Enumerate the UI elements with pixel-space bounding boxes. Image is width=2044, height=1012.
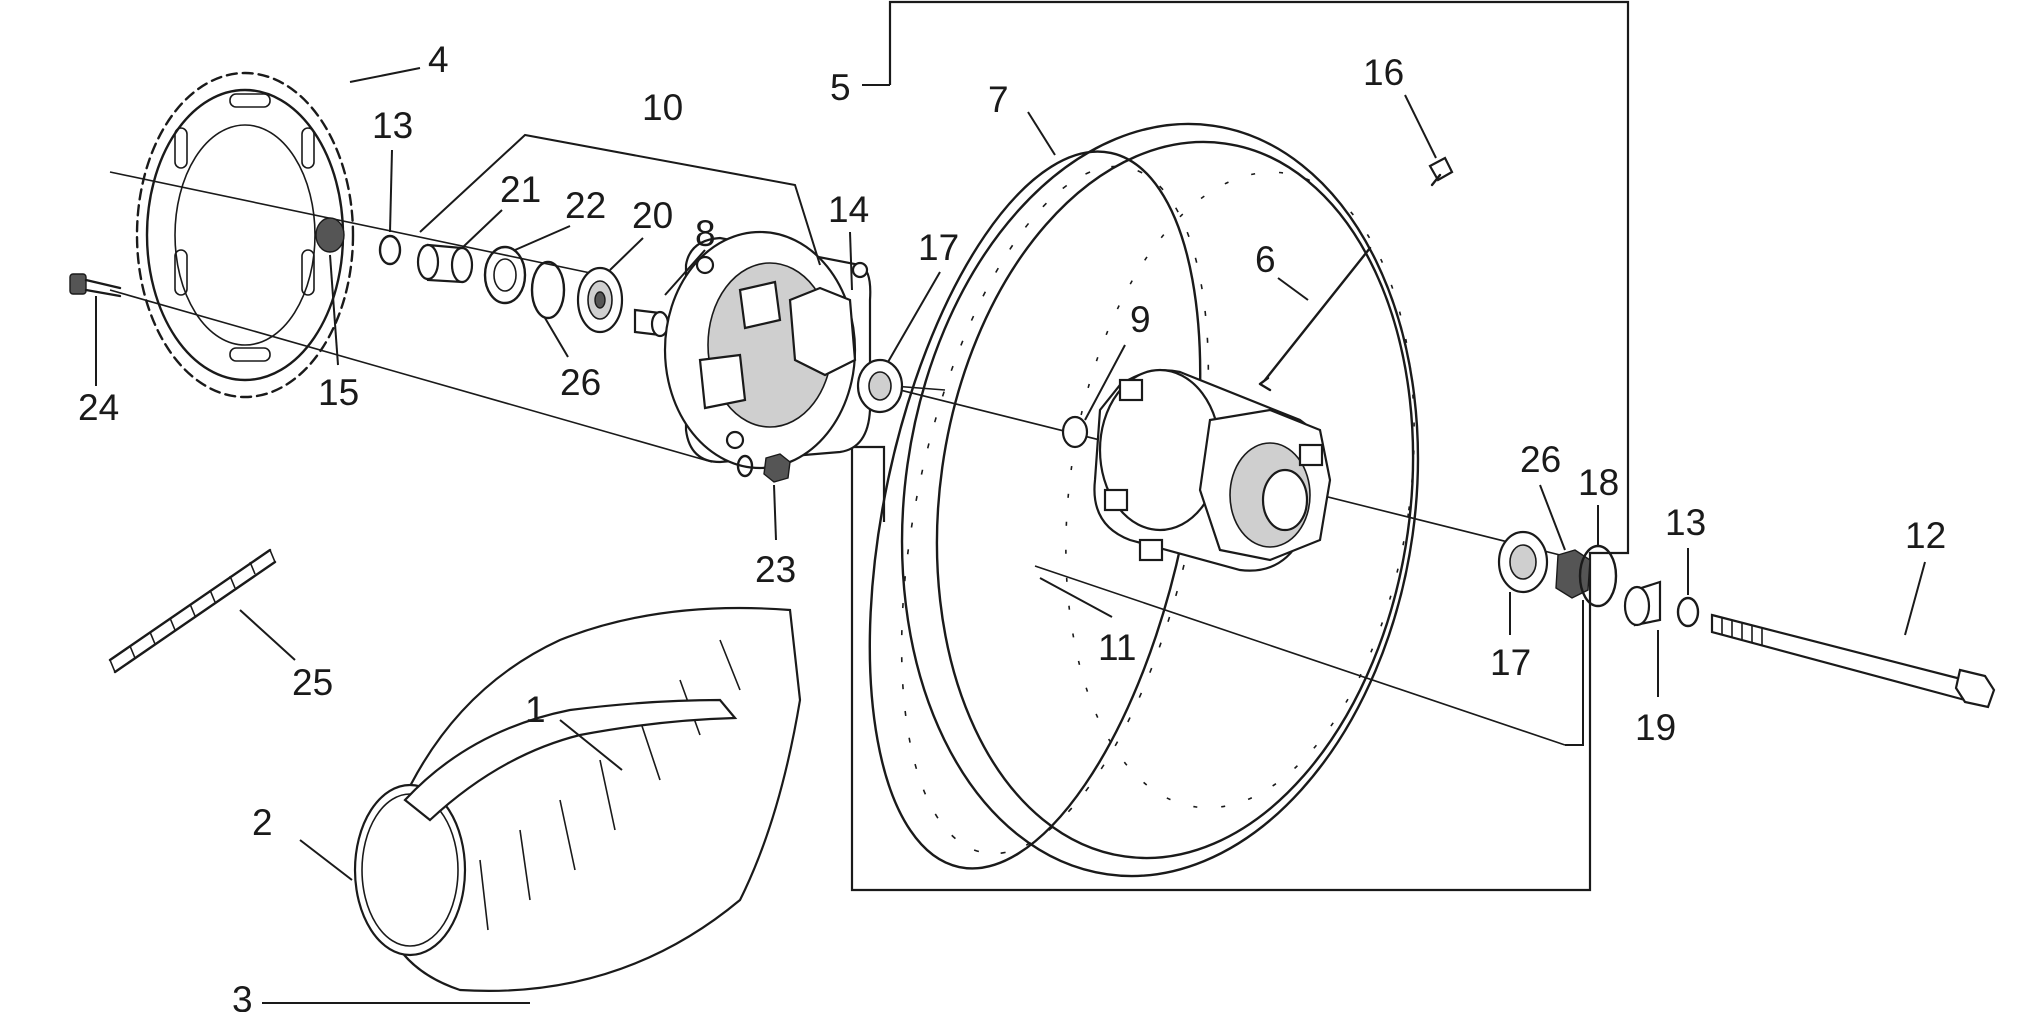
callout-11: 11 xyxy=(1098,627,1136,668)
callout-26a: 26 xyxy=(560,362,601,403)
leader-26a xyxy=(544,317,569,358)
leader-26b xyxy=(1539,484,1566,551)
hub-part-11 xyxy=(1093,368,1332,572)
leader-25 xyxy=(239,609,296,661)
nut-part-23 xyxy=(736,453,791,483)
spacer-part-21 xyxy=(416,243,474,284)
leader-8 xyxy=(664,249,706,296)
valve-part-16 xyxy=(1428,156,1454,187)
callout-2: 2 xyxy=(252,802,273,843)
leader-12 xyxy=(1904,561,1926,636)
callout-23: 23 xyxy=(755,549,796,590)
axis-line-upper xyxy=(109,171,601,276)
leader-21 xyxy=(461,209,503,249)
callout-13a: 13 xyxy=(372,105,413,146)
leader-18-bracket xyxy=(1565,600,1584,746)
bearing-part-20 xyxy=(576,266,624,334)
leader-2 xyxy=(299,839,353,881)
callout-20: 20 xyxy=(632,195,673,236)
callout-18: 18 xyxy=(1578,462,1619,503)
callout-9: 9 xyxy=(1130,299,1151,340)
leader-9 xyxy=(1084,344,1126,421)
leader-17a xyxy=(887,271,941,363)
leader-20 xyxy=(609,237,644,271)
callout-21: 21 xyxy=(500,169,541,210)
callout-7: 7 xyxy=(988,79,1009,120)
callout-24: 24 xyxy=(78,387,119,428)
washer-part-13-right xyxy=(1676,596,1700,628)
axis-line-lower xyxy=(109,289,713,463)
callout-10: 10 xyxy=(642,87,683,128)
axis-line-wheel xyxy=(1034,565,1566,746)
callout-15: 15 xyxy=(318,372,359,413)
leader-22 xyxy=(514,225,571,251)
callout-5: 5 xyxy=(830,67,851,108)
leader-10 xyxy=(419,133,821,266)
callout-8: 8 xyxy=(695,213,716,254)
chain-part-25 xyxy=(108,548,277,674)
callout-6: 6 xyxy=(1255,239,1276,280)
leader-7 xyxy=(1027,111,1056,156)
leader-1 xyxy=(559,719,623,771)
bearing-part-17-right xyxy=(1497,530,1549,594)
callout-25: 25 xyxy=(292,662,333,703)
callout-26b: 26 xyxy=(1520,439,1561,480)
callout-4: 4 xyxy=(428,39,449,80)
bearing-part-22 xyxy=(483,245,527,305)
callout-22: 22 xyxy=(565,185,606,226)
sprocket-carrier-part-14 xyxy=(663,230,904,470)
spacer-part-9 xyxy=(1061,415,1089,449)
leader-13a xyxy=(389,149,393,233)
axle-part-12 xyxy=(1710,613,1996,709)
callout-3: 3 xyxy=(232,979,253,1012)
rim-tape-part-1 xyxy=(403,698,738,822)
spoke-part-6 xyxy=(1258,246,1372,392)
leader-14 xyxy=(849,231,853,291)
callout-1: 1 xyxy=(525,689,546,730)
callout-19: 19 xyxy=(1635,707,1676,748)
callout-14: 14 xyxy=(828,189,869,230)
spacer-part-8 xyxy=(633,308,670,338)
callout-16: 16 xyxy=(1363,52,1404,93)
leader-23 xyxy=(773,484,777,541)
callout-17a: 17 xyxy=(918,227,959,268)
bolt-part-24 xyxy=(69,273,122,298)
callout-17b: 17 xyxy=(1490,642,1531,683)
leader-16 xyxy=(1404,94,1437,159)
circlip-part-26-left xyxy=(530,260,566,320)
washer-part-13-left xyxy=(378,234,402,266)
leader-6 xyxy=(1277,277,1309,301)
sprocket-part-4 xyxy=(135,71,355,399)
callout-12: 12 xyxy=(1905,515,1946,556)
callout-13b: 13 xyxy=(1665,502,1706,543)
leader-15 xyxy=(329,254,339,366)
leader-4 xyxy=(349,67,421,83)
leader-11 xyxy=(1039,577,1113,618)
spacer-part-19 xyxy=(1623,580,1662,627)
wheel-assembly-frame xyxy=(850,0,1630,892)
